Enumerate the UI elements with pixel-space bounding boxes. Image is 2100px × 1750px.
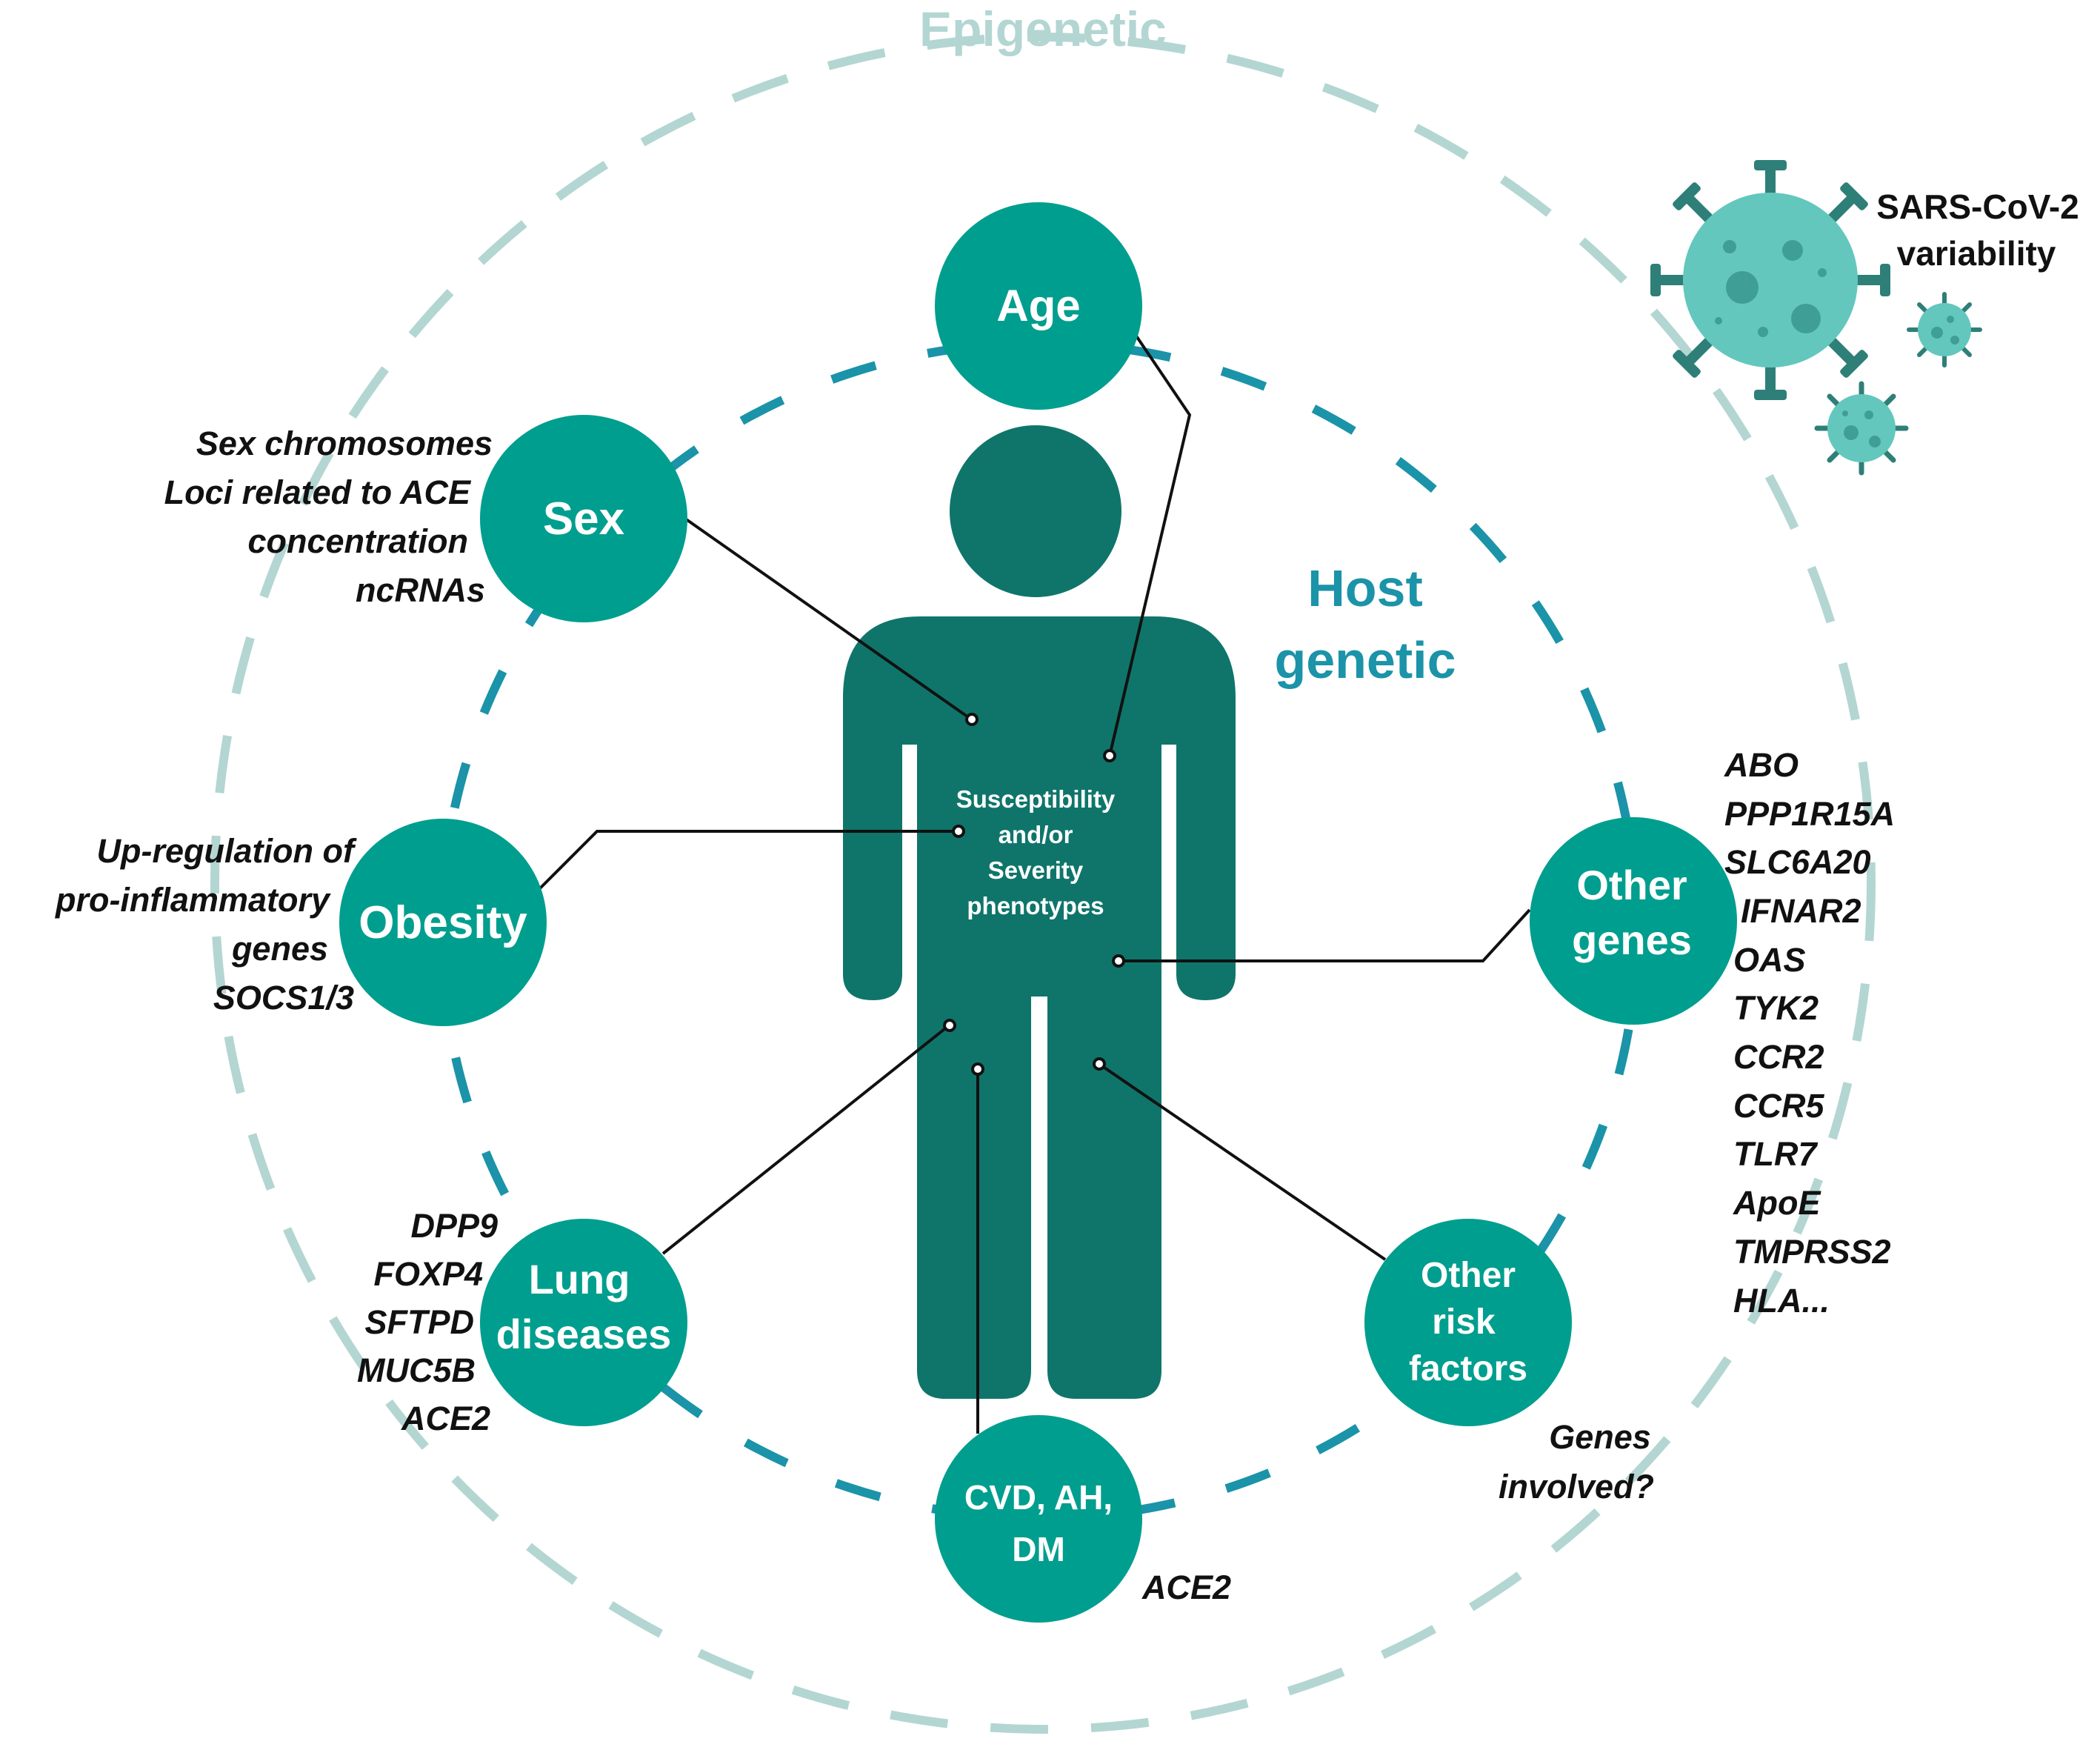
annotation-cvd-line: ACE2 bbox=[1141, 1568, 1231, 1606]
center-text-line1: Susceptibility bbox=[956, 785, 1116, 813]
person-figure bbox=[843, 425, 1236, 1399]
connector-endpoints bbox=[943, 713, 1125, 1076]
factor-obesity: Obesity bbox=[339, 819, 547, 1026]
center-text-line4: phenotypes bbox=[967, 892, 1104, 919]
annotation-gene: TLR7 bbox=[1733, 1135, 1818, 1173]
factor-other-genes: Other genes bbox=[1530, 817, 1737, 1025]
virus-large bbox=[1650, 160, 1890, 400]
annotation-obesity-line: genes bbox=[231, 930, 328, 968]
other-risk-label-line2: risk bbox=[1432, 1302, 1496, 1342]
lung-label-line1: Lung bbox=[529, 1256, 630, 1302]
center-text-line3: Severity bbox=[988, 856, 1084, 884]
other-genes-label-line2: genes bbox=[1572, 916, 1692, 963]
annotation-lung: DPP9 FOXP4 SFTPD MUC5B ACE2 bbox=[357, 1207, 498, 1437]
annotation-gene: SLC6A20 bbox=[1724, 843, 1871, 881]
annotation-obesity-line: SOCS1/3 bbox=[213, 979, 354, 1017]
person-body bbox=[843, 616, 1236, 1399]
virus-label-line1: SARS-CoV-2 bbox=[1876, 187, 2079, 226]
other-genes-circle bbox=[1530, 817, 1737, 1025]
annotation-gene: ApoE bbox=[1733, 1184, 1821, 1222]
annotation-sex-line: concentration bbox=[247, 522, 468, 560]
annotation-sex-line: Loci related to ACE bbox=[164, 473, 472, 511]
virus-label-line2: variability bbox=[1897, 234, 2056, 273]
annotation-gene: HLA... bbox=[1733, 1282, 1830, 1320]
annotation-gene: ABO bbox=[1724, 746, 1799, 784]
sex-label: Sex bbox=[543, 493, 625, 545]
annotation-lung-line: MUC5B bbox=[357, 1351, 476, 1389]
epigenetic-ring bbox=[210, 33, 1876, 1734]
virus-small-2 bbox=[1814, 381, 1909, 476]
connector-sex bbox=[684, 517, 972, 720]
annotation-lung-line: FOXP4 bbox=[373, 1255, 483, 1293]
connector-lines bbox=[538, 333, 1531, 1434]
connector-age bbox=[1108, 333, 1192, 756]
other-risk-circle bbox=[1364, 1219, 1572, 1426]
virus-icon bbox=[1650, 160, 1982, 476]
endpoint-other-genes bbox=[1112, 954, 1125, 968]
annotation-sex-line: ncRNAs bbox=[356, 571, 485, 609]
age-circle bbox=[935, 202, 1142, 410]
annotation-gene: PPP1R15A bbox=[1724, 795, 1895, 833]
age-label: Age bbox=[996, 281, 1080, 330]
annotation-sex: Sex chromosomes Loci related to ACE conc… bbox=[164, 425, 493, 609]
annotation-obesity-line: pro-inflammatory bbox=[55, 881, 331, 919]
factor-other-risk: Other risk factors bbox=[1364, 1219, 1572, 1426]
annotation-lung-line: DPP9 bbox=[410, 1207, 498, 1245]
sex-circle bbox=[480, 415, 687, 622]
endpoint-obesity bbox=[952, 825, 965, 838]
annotation-gene: OAS bbox=[1733, 941, 1806, 979]
annotation-other-risk-line: Genes bbox=[1549, 1418, 1651, 1456]
other-risk-label-line1: Other bbox=[1421, 1256, 1516, 1295]
endpoint-other-risk bbox=[1093, 1057, 1106, 1071]
endpoint-age bbox=[1103, 749, 1116, 762]
connector-lung bbox=[661, 1025, 950, 1255]
obesity-label: Obesity bbox=[359, 897, 527, 948]
annotation-gene: CCR2 bbox=[1733, 1038, 1824, 1076]
endpoint-cvd bbox=[971, 1062, 984, 1076]
annotation-lung-line: SFTPD bbox=[364, 1303, 474, 1341]
host-genetic-title-line1: Host bbox=[1307, 559, 1423, 617]
obesity-circle bbox=[339, 819, 547, 1026]
epigenetic-title: Epigenetic bbox=[919, 1, 1167, 56]
annotation-other-risk: Genes involved? bbox=[1499, 1418, 1654, 1506]
annotation-gene: CCR5 bbox=[1733, 1087, 1824, 1125]
factor-sex: Sex bbox=[480, 415, 687, 622]
factor-cvd: CVD, AH, DM bbox=[935, 1415, 1142, 1623]
lung-label-line2: diseases bbox=[496, 1311, 672, 1357]
host-genetic-title-line2: genetic bbox=[1274, 631, 1456, 689]
endpoint-lung bbox=[943, 1019, 956, 1032]
cvd-label-line2: DM bbox=[1012, 1530, 1065, 1568]
connector-other-risk bbox=[1099, 1063, 1387, 1261]
virus-small-1 bbox=[1907, 292, 1982, 367]
annotation-gene: TMPRSS2 bbox=[1733, 1233, 1891, 1271]
annotation-gene: TYK2 bbox=[1733, 989, 1819, 1027]
other-risk-label-line3: factors bbox=[1409, 1349, 1527, 1388]
center-text-line2: and/or bbox=[999, 821, 1073, 848]
annotation-sex-line: Sex chromosomes bbox=[196, 425, 493, 462]
lung-circle bbox=[480, 1219, 687, 1426]
annotation-obesity: Up-regulation of pro-inflammatory genes … bbox=[55, 832, 357, 1017]
annotation-other-genes: ABO PPP1R15A SLC6A20 IFNAR2 OAS TYK2 CCR… bbox=[1724, 746, 1895, 1320]
cvd-circle bbox=[935, 1415, 1142, 1623]
factor-age: Age bbox=[935, 202, 1142, 410]
person-head bbox=[950, 425, 1121, 597]
annotation-obesity-line: Up-regulation of bbox=[97, 832, 357, 870]
connector-obesity bbox=[538, 830, 958, 891]
annotation-other-risk-line: involved? bbox=[1499, 1468, 1654, 1506]
other-genes-label-line1: Other bbox=[1576, 862, 1687, 908]
connector-other-genes bbox=[1119, 908, 1531, 962]
annotation-gene: IFNAR2 bbox=[1741, 892, 1861, 930]
factor-lung-diseases: Lung diseases bbox=[480, 1219, 687, 1426]
annotation-lung-line: ACE2 bbox=[401, 1400, 490, 1437]
endpoint-sex bbox=[965, 713, 979, 726]
cvd-label-line1: CVD, AH, bbox=[964, 1478, 1113, 1517]
